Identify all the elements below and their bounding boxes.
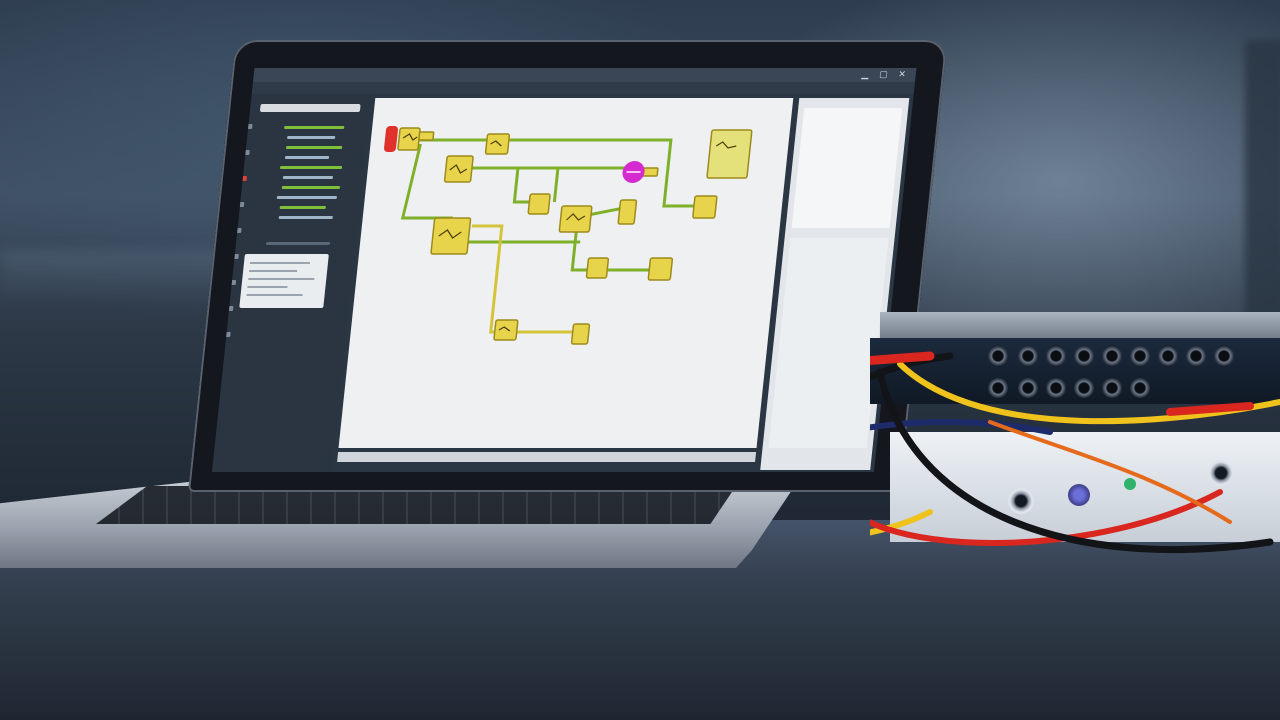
gain-knob[interactable] [1068, 484, 1090, 506]
jack-port[interactable] [1158, 346, 1178, 366]
tree-item[interactable] [278, 216, 333, 219]
tree-item[interactable] [276, 196, 338, 199]
interface-top-plate [880, 312, 1280, 340]
jack-port[interactable] [1018, 378, 1038, 398]
block-diagram [384, 126, 753, 345]
jack-port[interactable] [1074, 378, 1094, 398]
jack-port[interactable] [1214, 346, 1234, 366]
jack-port[interactable] [1074, 346, 1094, 366]
node-glyph [566, 213, 586, 221]
jack-port[interactable] [988, 346, 1008, 366]
cable-red-2 [870, 351, 935, 366]
diagram-node [558, 205, 593, 233]
tree-item[interactable] [282, 176, 334, 179]
laptop-keyboard [96, 486, 736, 524]
property-row [249, 262, 311, 264]
property-row [247, 286, 288, 288]
app-titlebar: ▁ ▢ ✕ [252, 68, 917, 82]
wire [512, 168, 535, 204]
panel-jack[interactable] [1008, 488, 1034, 514]
property-row [248, 278, 315, 280]
node-glyph [498, 326, 511, 332]
panel-jack[interactable] [1208, 460, 1234, 486]
panel-header [265, 242, 331, 245]
cable-red [870, 489, 1223, 546]
node-glyph [715, 141, 737, 149]
diagram-node [418, 131, 435, 141]
tool-icon[interactable] [230, 280, 237, 285]
sidebar-search-input[interactable] [259, 104, 361, 112]
diagram-node [692, 195, 718, 219]
diagram-node [484, 133, 511, 155]
jack-port[interactable] [1046, 346, 1066, 366]
tool-icon[interactable] [236, 228, 242, 233]
node-glyph [402, 133, 418, 141]
cable-yellow [897, 361, 1280, 425]
jack-port[interactable] [1186, 346, 1206, 366]
jack-port[interactable] [1046, 378, 1066, 398]
node-glyph [438, 229, 462, 239]
tree-item[interactable] [284, 156, 330, 159]
tool-icon[interactable] [238, 202, 245, 207]
property-row [249, 270, 298, 272]
jack-port[interactable] [1130, 378, 1150, 398]
tree-item[interactable] [279, 166, 343, 169]
jack-port[interactable] [1018, 346, 1038, 366]
property-row [246, 294, 303, 296]
tool-icon[interactable] [244, 150, 250, 155]
laptop-screen: ▁ ▢ ✕ [212, 68, 917, 472]
tool-icon[interactable] [241, 176, 248, 181]
tool-icon[interactable] [225, 332, 231, 337]
wire [410, 138, 695, 208]
jack-port[interactable] [1102, 346, 1122, 366]
properties-panel [239, 254, 329, 308]
diagram-node [397, 127, 421, 151]
cable-yellow-2 [870, 509, 933, 536]
diagram-nodes [397, 127, 753, 345]
diagram-node [647, 257, 674, 281]
diagram-node [706, 129, 753, 179]
tree-item[interactable] [285, 146, 343, 149]
jack-port[interactable] [1130, 346, 1150, 366]
diagram-node [617, 199, 638, 225]
diagram-node [527, 193, 551, 215]
jack-port[interactable] [988, 378, 1008, 398]
node-glyph [449, 164, 468, 174]
cable-black-2 [876, 368, 1274, 554]
tool-icon[interactable] [227, 306, 234, 311]
wire [552, 168, 560, 202]
audio-interface [870, 312, 1280, 562]
jack-port[interactable] [1102, 378, 1122, 398]
inspector-panel [791, 108, 903, 228]
cable-orange [988, 420, 1232, 524]
start-block [384, 126, 398, 152]
background-post [1245, 40, 1280, 340]
diagram-canvas[interactable] [338, 98, 794, 448]
tool-icon[interactable] [233, 254, 239, 259]
tree-item[interactable] [279, 206, 326, 209]
window-controls[interactable]: ▁ ▢ ✕ [861, 69, 911, 79]
tree-item[interactable] [284, 126, 345, 129]
node-glyphs [402, 133, 737, 332]
app-statusbar [337, 452, 757, 462]
diagram-node [585, 257, 610, 279]
patch-cables [870, 351, 1280, 554]
app-menubar[interactable] [251, 82, 915, 94]
cable-black [870, 352, 954, 381]
diagram-node [570, 323, 591, 345]
tool-icon[interactable] [247, 124, 253, 129]
tree-item[interactable] [286, 136, 336, 139]
status-led [1124, 478, 1136, 490]
diagram-node [493, 319, 519, 341]
node-glyph [490, 140, 502, 147]
tree-item[interactable] [281, 186, 341, 189]
cable-navy [870, 419, 1053, 435]
cable-red-3 [1166, 402, 1254, 416]
